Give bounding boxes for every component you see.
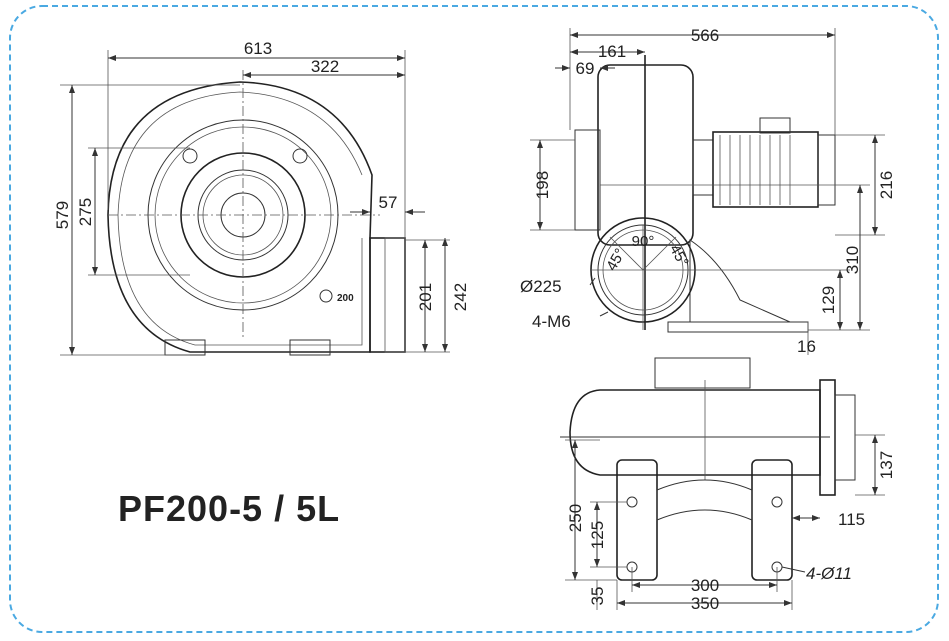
bottom-view (560, 357, 885, 610)
dashed-border (9, 5, 939, 633)
dim-57: 57 (379, 193, 398, 212)
dim-579: 579 (53, 201, 72, 229)
dim-69: 69 (576, 59, 595, 78)
dim-300: 300 (691, 576, 719, 595)
dim-350: 350 (691, 594, 719, 613)
dim-566: 566 (691, 26, 719, 45)
rotation-icon (319, 289, 333, 303)
dim-250: 250 (566, 504, 585, 532)
dim-35: 35 (588, 587, 607, 606)
dim-275: 275 (76, 198, 95, 226)
dim-613: 613 (244, 39, 272, 58)
dim-242: 242 (451, 283, 470, 311)
dim-129: 129 (819, 286, 838, 314)
dim-216: 216 (877, 171, 896, 199)
dim-201: 201 (416, 283, 435, 311)
dim-322: 322 (311, 57, 339, 76)
dim-125: 125 (588, 521, 607, 549)
dim-flange-holes: 4-M6 (532, 312, 571, 331)
dim-mount-holes: 4-Ø11 (806, 564, 852, 583)
dim-115: 115 (838, 510, 865, 529)
rotation-label: 200 (337, 293, 354, 304)
dim-flange-diameter: Ø225 (520, 277, 562, 296)
front-view (60, 50, 450, 356)
model-title: PF200-5 / 5L (118, 488, 341, 529)
dim-310: 310 (843, 246, 862, 274)
dim-161: 161 (598, 42, 626, 61)
dim-16: 16 (797, 337, 816, 356)
dim-198: 198 (533, 171, 552, 199)
angle-90: 90° (632, 233, 655, 250)
side-view (530, 28, 885, 355)
dim-137: 137 (877, 451, 896, 479)
